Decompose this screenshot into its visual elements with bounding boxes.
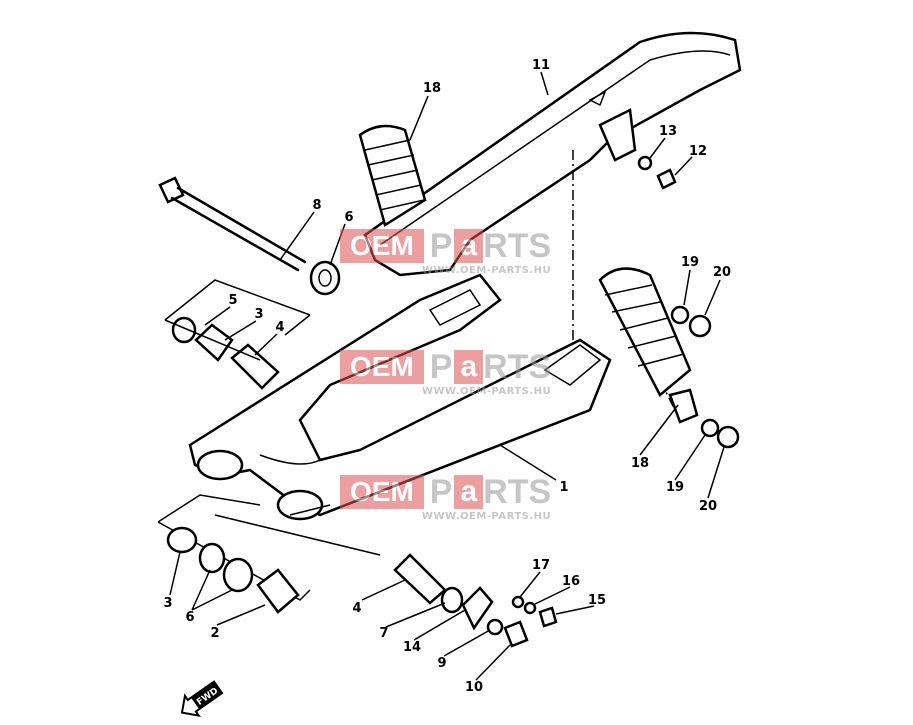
washer-19-bottom (700, 418, 720, 438)
washer-17 (511, 595, 525, 609)
collar-4-top (230, 343, 280, 390)
callout-13: 13 (659, 124, 677, 139)
callout-7: 7 (379, 626, 388, 641)
wm-url: WWW.OEM-PARTS.HU (421, 386, 552, 397)
callout-14: 14 (403, 640, 421, 655)
wm-oem: OEM (340, 350, 424, 384)
pivot-boss-right (276, 489, 324, 521)
nut-10 (503, 620, 529, 648)
seal-5 (171, 316, 197, 344)
wm-p: P (429, 229, 453, 263)
callout-9: 9 (437, 656, 446, 671)
wm-p: P (429, 350, 453, 384)
shock-absorber-rear (598, 267, 699, 424)
callout-15: 15 (588, 593, 606, 608)
callout-5: 5 (228, 293, 237, 308)
callout-2: 2 (210, 626, 219, 641)
washer-6-bottom (198, 542, 226, 574)
wm-rts: RTS (483, 229, 552, 263)
callout-1: 1 (559, 480, 568, 495)
washer-6-top (309, 260, 341, 296)
plate-14 (461, 586, 494, 631)
washer-9 (486, 618, 504, 636)
bushing-7 (440, 586, 464, 614)
callout-20: 20 (713, 265, 731, 280)
callout-3-lower: 3 (163, 596, 172, 611)
pivot-boss-left (196, 449, 244, 481)
callout-4-lower: 4 (352, 601, 361, 616)
wm-p: P (429, 475, 453, 509)
callout-8: 8 (312, 198, 321, 213)
pivot-shaft (158, 176, 307, 272)
wm-oem: OEM (340, 475, 424, 509)
callout-6: 6 (344, 210, 353, 225)
washer-13 (637, 155, 653, 171)
washer-16 (523, 601, 537, 615)
wm-url: WWW.OEM-PARTS.HU (421, 511, 552, 522)
callout-10: 10 (465, 680, 483, 695)
callout-18: 18 (423, 81, 441, 96)
callout-12: 12 (689, 144, 707, 159)
bolt-12 (656, 168, 677, 190)
wm-a: a (454, 350, 484, 384)
seal-6-bottom (222, 557, 254, 593)
callout-19-lower: 19 (666, 480, 684, 495)
callout-16: 16 (562, 574, 580, 589)
wm-oem: OEM (340, 229, 424, 263)
callout-11: 11 (532, 58, 550, 73)
callout-6-lower: 6 (185, 610, 194, 625)
callout-4: 4 (275, 320, 284, 335)
swingarm (188, 273, 612, 517)
bushing-3-top (194, 323, 234, 362)
bushing-2 (256, 568, 300, 614)
wm-rts: RTS (483, 350, 552, 384)
wm-a: a (454, 475, 484, 509)
callout-19: 19 (681, 255, 699, 270)
callout-20-lower: 20 (699, 499, 717, 514)
callout-17: 17 (532, 558, 550, 573)
wm-rts: RTS (483, 475, 552, 509)
bushing-3-bottom (166, 526, 198, 554)
nut-20-bottom (716, 425, 740, 449)
collar-4-bottom (393, 553, 447, 605)
bolt-15 (538, 606, 558, 628)
washer-19-top (670, 305, 690, 325)
forward-arrow-icon: FWD (180, 680, 224, 717)
shock-absorber-top (358, 124, 427, 227)
nut-20-top (688, 314, 712, 338)
callout-3: 3 (254, 307, 263, 322)
wm-url: WWW.OEM-PARTS.HU (421, 265, 552, 276)
callout-18-lower: 18 (631, 456, 649, 471)
wm-a: a (454, 229, 484, 263)
